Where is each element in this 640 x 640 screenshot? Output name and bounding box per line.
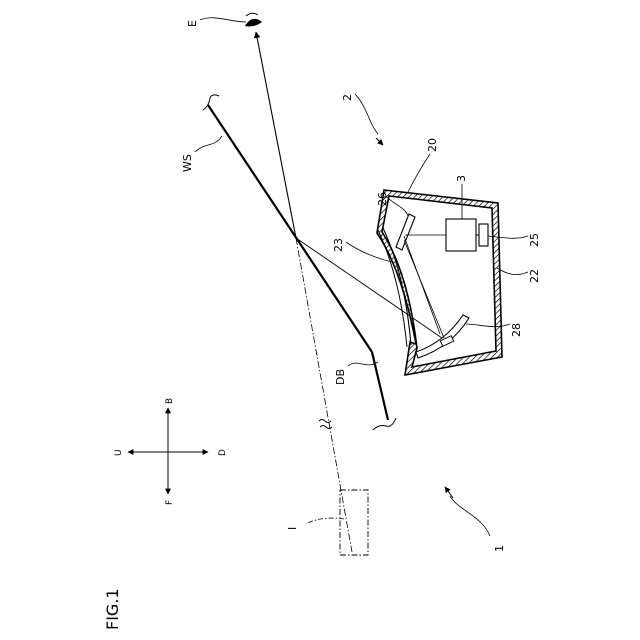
light-source xyxy=(479,224,488,246)
virtual-image-box xyxy=(340,490,368,555)
exit-window-label: 23 xyxy=(332,238,345,252)
figure-caption: FIG.1 xyxy=(103,588,122,630)
concave-mirror xyxy=(416,315,469,358)
projection-ray xyxy=(296,238,442,338)
concave-mirror-leader xyxy=(466,324,510,327)
virtual-image-axis xyxy=(296,238,352,552)
virtual-image-label: I xyxy=(286,527,299,530)
windshield xyxy=(208,105,372,352)
direction-down-label: D xyxy=(218,449,228,456)
virtual-image-leader xyxy=(306,518,344,524)
direction-cross xyxy=(128,408,208,494)
plane-mirror-leader xyxy=(386,196,408,216)
eye-point-label: E xyxy=(186,20,199,27)
vehicle-leader xyxy=(450,496,490,536)
light-source-label: 25 xyxy=(528,233,541,247)
eye-icon xyxy=(245,13,262,26)
vehicle-arrow xyxy=(445,487,453,498)
direction-front-label: F xyxy=(165,500,175,505)
windshield-label: WS xyxy=(181,154,194,172)
dashboard-break xyxy=(373,418,396,430)
ray-plane-to-concave-1 xyxy=(404,240,444,338)
dashboard xyxy=(372,352,388,420)
upper-case-leader xyxy=(497,268,528,275)
housing-label: 20 xyxy=(426,138,439,152)
direction-up-label: U xyxy=(114,449,124,456)
direction-back-label: B xyxy=(165,398,175,404)
concave-mirror-label: 28 xyxy=(510,323,523,337)
display-unit xyxy=(446,219,476,251)
hud-device-label: 2 xyxy=(341,94,354,101)
display-unit-label: 3 xyxy=(455,175,468,182)
ray-plane-to-concave-2 xyxy=(404,236,440,334)
eye-point-leader xyxy=(200,18,246,22)
upper-case-label: 22 xyxy=(528,269,541,283)
vehicle-label: 1 xyxy=(493,545,506,552)
housing-leader xyxy=(408,154,430,192)
windshield-leader xyxy=(195,136,222,152)
dashboard-label: DB xyxy=(334,369,347,385)
plane-mirror-label: 26 xyxy=(376,192,389,206)
hud-device-leader xyxy=(355,94,378,134)
hud-device-arrow xyxy=(376,138,383,145)
